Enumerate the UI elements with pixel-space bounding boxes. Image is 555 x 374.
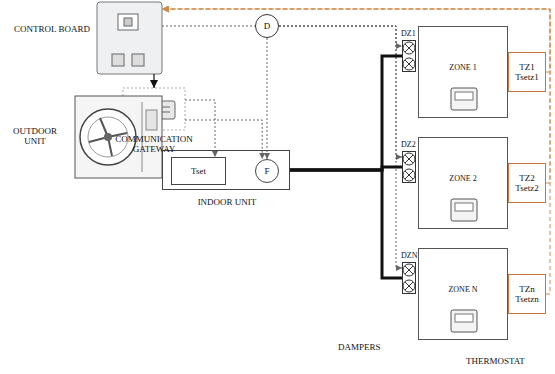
node-text: DZN [401,251,417,260]
node-text: D [264,21,271,31]
node-text: ZONE 1 [419,63,507,72]
connector [290,170,402,278]
zone-box: ZONE 1 [418,26,508,118]
connector [185,120,262,159]
zone-box: ZONE 2 [418,137,508,229]
communication-gateway: COMMUNICATION GATEWAY [123,88,185,130]
node-text: ZONE N [419,285,507,294]
connector [153,74,154,88]
damper-signal-circle: D [255,14,279,38]
connector [267,38,268,159]
zone-sensor-box: TZ2Tsetz2 [508,163,546,203]
device-port [112,54,124,66]
connector [279,26,402,157]
damper-blades [405,266,413,290]
setpoint-box: Tset [171,157,226,185]
node-text: INDOOR UNIT [163,197,291,207]
device-port [132,54,144,66]
node-text: DZ2 [401,140,416,149]
node-text: ZONE 2 [419,174,507,183]
damper-blades [405,155,413,179]
node-text: TZ1 [519,62,535,72]
damper: DZN [402,262,416,294]
damper: DZ1 [402,40,416,72]
connector [162,9,550,72]
thermostat-display [455,92,473,100]
thermostat-icon [451,199,477,221]
thermostat-drawings [451,88,477,332]
node-text: CONTROL BOARD [13,24,91,34]
zone-sensor-box: TZnTsetzn [508,274,546,314]
control-board: CONTROL BOARD [97,2,162,74]
node-text: COMMUNICATION GATEWAY [104,134,204,155]
node-text: Tsetzn [515,294,538,304]
fan-circle: F [255,159,279,183]
device-case [97,2,162,74]
device-button [124,18,132,26]
node-text: Tsetz1 [515,72,538,82]
control-board-device [97,2,162,74]
node-text: Tsetz2 [515,183,538,193]
connector [279,26,402,46]
damper-label: DAMPERS [338,342,381,352]
damper-blades [405,44,413,68]
connector [162,9,550,294]
case-panel [146,110,157,130]
device-screen [118,14,138,30]
thermostat-display [455,314,473,322]
node-text: F [264,166,269,176]
node-text: TZ2 [519,173,535,183]
node-text: DZ1 [401,29,416,38]
connector [162,26,255,27]
connector [290,56,402,170]
node-text: OUTDOOR UNIT [2,126,68,147]
fan-hub [104,133,112,141]
thermostat-label: THERMOSTAT [466,356,525,366]
node-text: TZn [519,284,535,294]
node-text: Tset [191,166,206,176]
indoor-unit: INDOOR UNITTsetF [162,150,290,190]
thermostat-display [455,203,473,211]
thermostat-icon [451,310,477,332]
zone-sensor-box: TZ1Tsetz1 [508,52,546,92]
thermostat-icon [451,88,477,110]
connector [279,26,402,268]
zone-box: ZONE N [418,248,508,340]
damper: DZ2 [402,151,416,183]
connector [185,100,215,157]
